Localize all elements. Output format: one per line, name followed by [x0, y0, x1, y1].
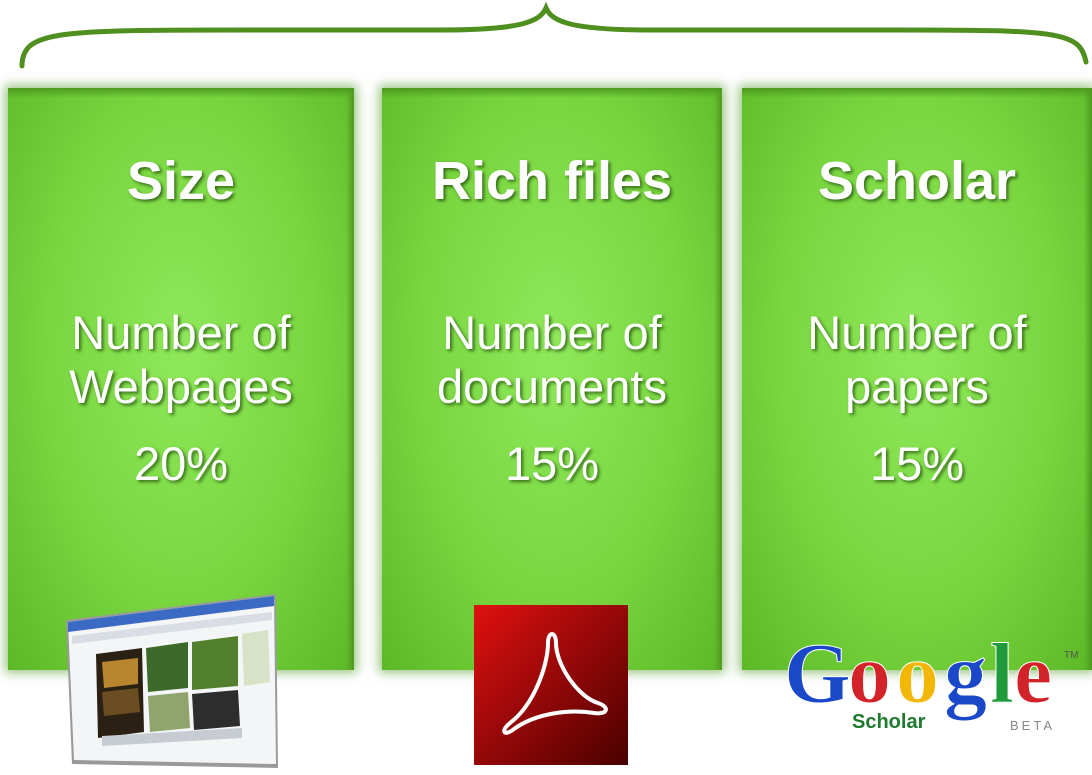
panel-weight: 15% — [869, 437, 965, 490]
panel-metric-line1: Number of — [807, 306, 1027, 359]
curly-brace-icon — [19, 1, 1089, 69]
panel-metric-line2: papers — [845, 360, 989, 413]
panel-metric: Number of Webpages — [8, 306, 354, 414]
panel-title: Scholar — [817, 151, 1017, 211]
logo-sub: Scholar — [852, 711, 926, 733]
panel-rich-files: Rich files Number of documents 15% — [382, 88, 722, 670]
panel-title: Rich files — [431, 151, 673, 211]
logo-letter: o — [848, 625, 891, 721]
panel-metric: Number of documents — [382, 306, 722, 414]
panel-weight: 15% — [504, 437, 600, 490]
panel-metric-line1: Number of — [442, 306, 662, 359]
panel-weight: 20% — [133, 437, 229, 490]
panel-metric-line2: documents — [437, 360, 667, 413]
google-scholar-logo: G o o g l e TM Scholar BETA — [784, 625, 1079, 734]
logo-tm: TM — [1064, 650, 1078, 661]
panel-size: Size Number of Webpages 20% — [8, 88, 354, 670]
browser-screenshot-icon — [66, 594, 278, 768]
panel-scholar: Scholar Number of papers 15% — [742, 88, 1092, 670]
logo-letter: G — [784, 625, 851, 721]
panel-title: Size — [126, 151, 236, 211]
logo-letter: o — [896, 625, 939, 721]
logo-letter: e — [1014, 625, 1052, 721]
pdf-icon — [474, 605, 628, 765]
logo-letter: l — [990, 625, 1014, 721]
panel-metric-line2: Webpages — [69, 360, 293, 413]
logo-beta: BETA — [1010, 718, 1055, 733]
logo-letter: g — [944, 625, 987, 721]
panel-metric-line1: Number of — [71, 306, 291, 359]
panel-metric: Number of papers — [742, 306, 1092, 414]
